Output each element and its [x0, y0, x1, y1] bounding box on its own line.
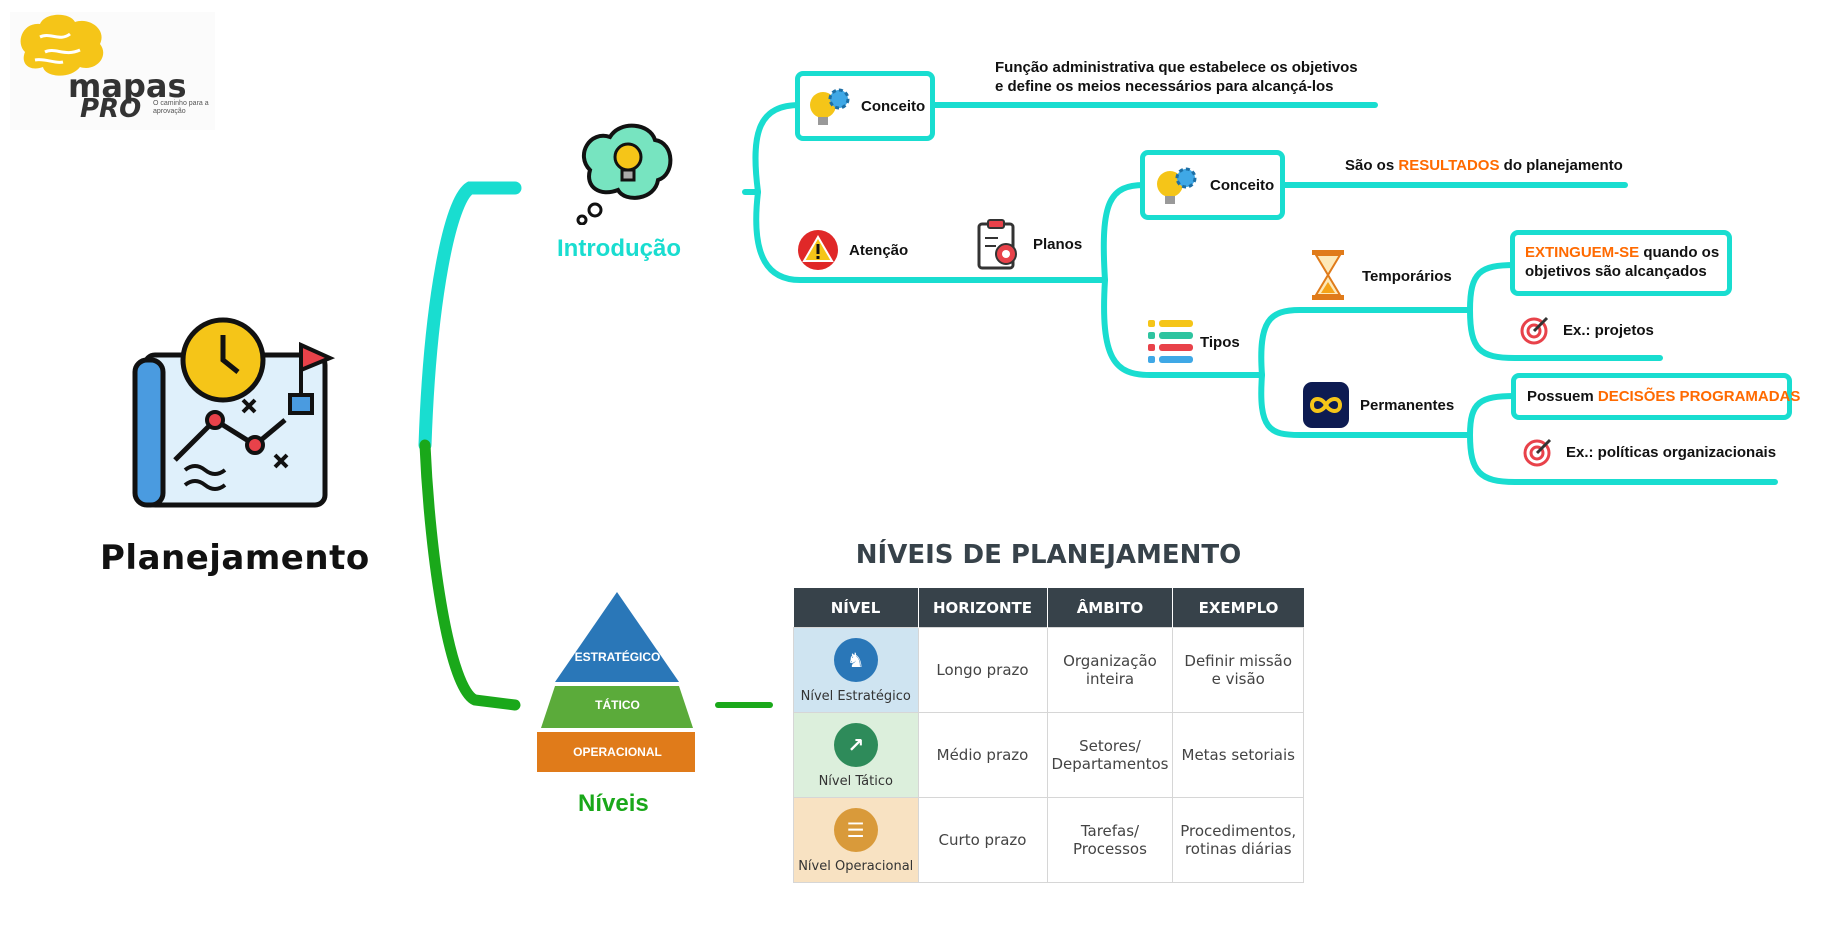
desc-text: do planejamento	[1499, 157, 1623, 174]
checklist-icon: ☰	[833, 808, 878, 852]
permanentes-desc-box	[1511, 373, 1792, 420]
planos-conceito-desc: São os RESULTADOS do planejamento	[1345, 156, 1623, 175]
horizonte-cell: Médio prazo	[917, 712, 1048, 798]
pyramid-estrategico: ESTRATÉGICO	[574, 650, 661, 664]
ambito-cell: Tarefas/ Processos	[1046, 797, 1174, 883]
exemplo-cell: Definir missão e visão	[1172, 627, 1304, 713]
introducao-title: Introdução	[557, 235, 681, 262]
exemplo-cell: Procedimentos, rotinas diárias	[1172, 797, 1304, 883]
header-horizonte: HORIZONTE	[918, 588, 1048, 628]
conceito-desc-line1: Função administrativa que estabelece os …	[995, 59, 1358, 76]
temporarios-desc-box	[1510, 230, 1732, 296]
desc-text: quando os	[1639, 244, 1720, 261]
list-icon	[1148, 320, 1193, 363]
infinity-icon	[1303, 382, 1349, 428]
chess-knight-icon: ♞	[833, 638, 878, 682]
growth-chart-icon: ↗	[833, 723, 878, 767]
table-row: ♞ Nível Estratégico Longo prazo Organiza…	[793, 627, 1304, 713]
logo: mapas PRO O caminho para a aprovação	[10, 12, 215, 130]
nivel-label: Nível Estratégico	[800, 689, 911, 704]
desc-highlight: EXTINGUEM-SE	[1525, 244, 1640, 261]
clipboard-plan-icon	[977, 219, 1017, 270]
desc-text: objetivos são alcançados	[1525, 263, 1707, 280]
table-header-row: NÍVEL HORIZONTE ÂMBITO EXEMPLO	[793, 588, 1304, 628]
permanentes-example: Ex.: políticas organizacionais	[1566, 444, 1777, 461]
desc-highlight: RESULTADOS	[1398, 157, 1500, 174]
hourglass-icon	[1312, 250, 1344, 300]
header-nivel: NÍVEL	[793, 588, 919, 628]
pyramid-top-triangle	[537, 592, 695, 772]
ambito-cell: Organização inteira	[1046, 627, 1174, 713]
desc-text: São os	[1345, 157, 1399, 174]
niveis-title: Níveis	[578, 790, 649, 817]
gear-bulb-icon	[810, 88, 850, 125]
gear-bulb-icon	[1157, 167, 1197, 204]
temporarios-label: Temporários	[1362, 268, 1452, 285]
planos-label: Planos	[1033, 236, 1083, 253]
target-icon	[1523, 438, 1552, 467]
horizonte-cell: Longo prazo	[917, 627, 1048, 713]
header-exemplo: EXEMPLO	[1172, 588, 1304, 628]
table-row: ↗ Nível Tático Médio prazo Setores/ Depa…	[793, 712, 1304, 798]
nivel-cell: ↗ Nível Tático	[793, 712, 919, 798]
nivel-label: Nível Operacional	[798, 859, 914, 874]
ambito-cell: Setores/ Departamentos	[1046, 712, 1174, 798]
desc-text: Possuem	[1527, 388, 1598, 405]
root-title: Planejamento	[100, 538, 370, 578]
connector-root-introducao	[418, 181, 522, 452]
horizonte-cell: Curto prazo	[917, 797, 1048, 883]
brain-logo-icon	[20, 14, 104, 76]
pyramid-tatico: TÁTICO	[595, 698, 640, 712]
levels-table: NÍVEL HORIZONTE ÂMBITO EXEMPLO ♞ Nível E…	[793, 588, 1304, 883]
pyramid-operacional: OPERACIONAL	[573, 745, 662, 759]
atencao-label: Atenção	[849, 242, 909, 259]
tipos-label: Tipos	[1200, 334, 1240, 351]
logo-tagline: O caminho para a aprovação	[153, 100, 209, 115]
target-icon	[1520, 316, 1549, 345]
warning-icon	[798, 230, 838, 270]
logo-pro: PRO	[80, 94, 142, 124]
planos-conceito-label: Conceito	[1210, 177, 1275, 194]
table-row: ☰ Nível Operacional Curto prazo Tarefas/…	[793, 797, 1304, 883]
exemplo-cell: Metas setoriais	[1172, 712, 1304, 798]
permanentes-label: Permanentes	[1360, 397, 1455, 414]
conceito-label: Conceito	[861, 98, 926, 115]
temporarios-example: Ex.: projetos	[1563, 322, 1654, 339]
nivel-label: Nível Tático	[818, 774, 893, 789]
logo-word: mapas	[68, 67, 187, 105]
planning-map-icon	[132, 317, 336, 508]
planos-conceito-node[interactable]	[1140, 150, 1285, 220]
desc-highlight: DECISÕES PROGRAMADAS	[1597, 388, 1801, 405]
idea-bubble-icon	[576, 123, 673, 225]
levels-pyramid: ESTRATÉGICO TÁTICO OPERACIONAL	[535, 590, 700, 775]
header-ambito: ÂMBITO	[1047, 588, 1174, 628]
nivel-cell: ♞ Nível Estratégico	[793, 627, 919, 713]
permanentes-desc: Possuem DECISÕES PROGRAMADAS	[1527, 387, 1800, 406]
nivel-cell: ☰ Nível Operacional	[793, 797, 919, 883]
conceito-desc-line2: e define os meios necessários para alcan…	[995, 78, 1334, 95]
temporarios-desc: EXTINGUEM-SE quando os objetivos são alc…	[1525, 243, 1719, 281]
levels-table-title: NÍVEIS DE PLANEJAMENTO	[855, 540, 1242, 570]
connector-root-niveis	[419, 439, 521, 711]
